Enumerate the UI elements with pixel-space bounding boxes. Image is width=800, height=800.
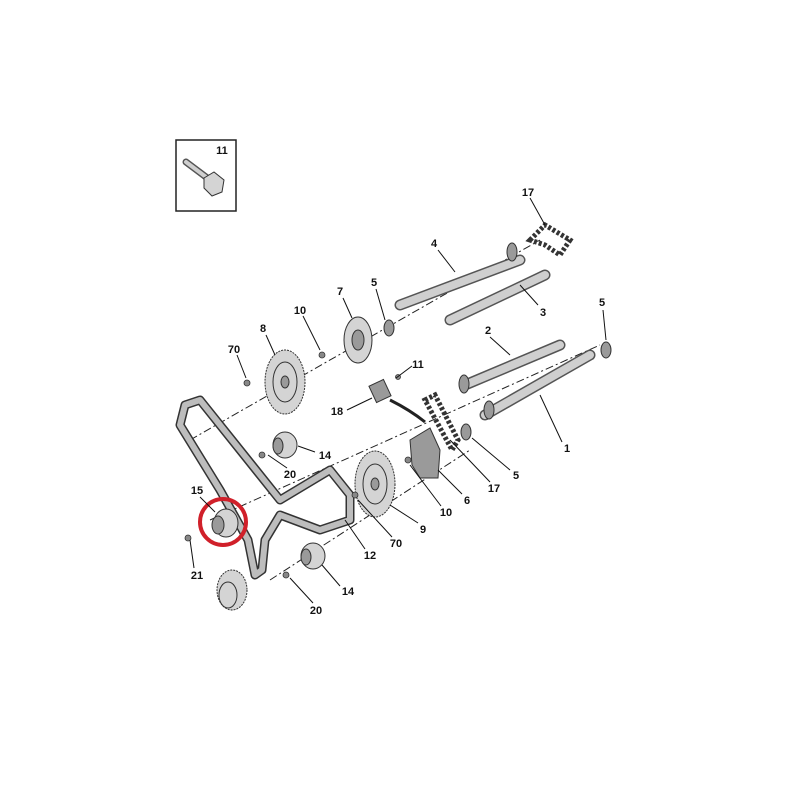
label-18: 18 [331, 406, 343, 418]
label-5: 5 [513, 470, 519, 482]
label-12: 12 [364, 550, 376, 562]
label-11: 11 [412, 359, 424, 371]
label-70: 70 [390, 538, 402, 550]
phaser-plate-6 [409, 427, 441, 479]
gear-9 [354, 450, 396, 518]
chain-17-lower [421, 391, 461, 456]
label-5: 5 [371, 277, 377, 289]
label-7: 7 [337, 286, 343, 298]
chain-17-top [525, 221, 574, 259]
label-6: 6 [464, 495, 470, 507]
crankshaft-sprocket [216, 569, 248, 611]
highlight-circle [198, 497, 248, 547]
label-8: 8 [260, 323, 266, 335]
label-9: 9 [420, 524, 426, 536]
inset-bolt-box: 11 [175, 139, 237, 212]
bolt-icon [182, 158, 225, 197]
label-20: 20 [310, 605, 322, 617]
bolts [184, 351, 412, 579]
camshaft-4 [394, 242, 526, 311]
label-17: 17 [488, 483, 500, 495]
seal-5-right [600, 341, 612, 359]
label-2: 2 [485, 325, 491, 337]
inset-label: 11 [216, 145, 228, 157]
timing-belt-12 [175, 395, 355, 580]
label-4: 4 [431, 238, 438, 250]
label-21: 21 [191, 570, 203, 582]
sensor-18 [368, 378, 426, 424]
label-10: 10 [294, 305, 306, 317]
label-15: 15 [191, 485, 203, 497]
label-10: 10 [440, 507, 452, 519]
tensioner-roller-15 [211, 508, 239, 538]
label-1: 1 [564, 443, 570, 455]
seal-5-lower [460, 423, 472, 441]
label-17: 17 [522, 187, 534, 199]
label-5: 5 [599, 297, 605, 309]
camshaft-3 [444, 269, 551, 326]
label-14: 14 [342, 586, 355, 598]
pulley-7 [343, 316, 373, 364]
part-labels: 17 4 5 3 5 7 10 8 70 2 11 18 1 14 20 5 1… [191, 187, 605, 617]
label-14: 14 [319, 450, 332, 462]
idler-roller-14-upper [272, 431, 298, 459]
seal-5-top [383, 319, 395, 337]
label-3: 3 [540, 307, 546, 319]
label-70: 70 [228, 344, 240, 356]
gear-8 [264, 349, 306, 415]
camshaft-2 [458, 339, 566, 394]
label-20: 20 [284, 469, 296, 481]
leader-lines [189, 197, 607, 604]
camshaft-1 [479, 349, 596, 421]
idler-roller-14-lower [300, 542, 326, 570]
